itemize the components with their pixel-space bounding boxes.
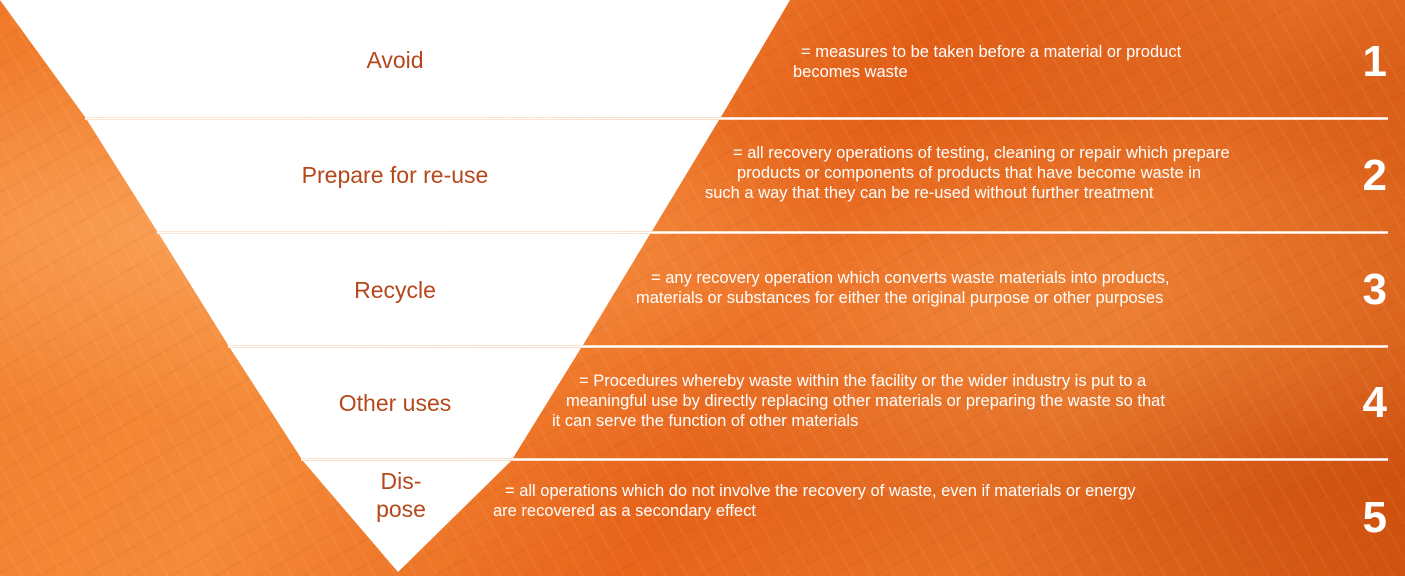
level-label-recycle: Recycle xyxy=(354,277,436,303)
description-prepare-for-re-use: = all recovery operations of testing, cl… xyxy=(705,144,1230,202)
description-avoid: = measures to be taken before a material… xyxy=(793,43,1182,81)
level-label-other-uses: Other uses xyxy=(338,390,452,416)
pyramid-segment-2 xyxy=(87,120,719,231)
pyramid-segment-5 xyxy=(303,461,511,572)
level-label-prepare-for-re-use: Prepare for re-use xyxy=(301,162,489,188)
level-number-1: 1 xyxy=(1362,37,1387,86)
level-number-4: 4 xyxy=(1362,378,1387,427)
description-other-uses: = Procedures whereby waste within the fa… xyxy=(552,372,1165,430)
pyramid-segment-4 xyxy=(230,348,581,458)
level-number-2: 2 xyxy=(1362,151,1387,200)
level-number-5: 5 xyxy=(1362,493,1387,542)
level-number-3: 3 xyxy=(1362,265,1387,314)
description-dispose: = all operations which do not involve th… xyxy=(493,482,1136,520)
pyramid-segment-3 xyxy=(159,234,650,345)
pyramid-segment-1 xyxy=(0,0,790,117)
level-label-dispose: Dis- pose xyxy=(376,468,426,522)
level-label-avoid: Avoid xyxy=(366,47,424,73)
description-recycle: = any recovery operation which converts … xyxy=(636,269,1170,307)
